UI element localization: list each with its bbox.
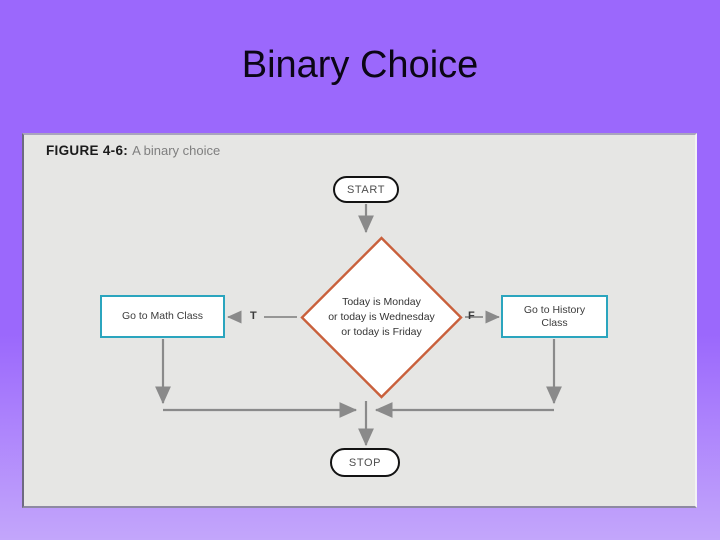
history-class-line-1: Go to History bbox=[523, 303, 586, 316]
flowchart-node-decision[interactable]: Today is Monday or today is Wednesday or… bbox=[299, 235, 464, 400]
history-class-label: Go to History Class bbox=[524, 304, 585, 330]
flowchart-node-start[interactable]: START bbox=[333, 176, 399, 203]
flowchart-node-history-class[interactable]: Go to History Class bbox=[501, 295, 608, 338]
figure-caption-label: FIGURE 4-6: bbox=[46, 143, 129, 158]
decision-node-text: Today is Monday or today is Wednesday or… bbox=[311, 235, 452, 400]
diamond-shape bbox=[300, 236, 463, 399]
flowchart-node-stop[interactable]: STOP bbox=[330, 448, 400, 477]
math-class-label: Go to Math Class bbox=[121, 310, 204, 322]
decision-line-2: or today is Wednesday bbox=[328, 311, 435, 323]
start-node-label: START bbox=[346, 183, 386, 196]
history-class-line-2: Class bbox=[541, 316, 568, 329]
flowchart-node-math-class[interactable]: Go to Math Class bbox=[100, 295, 225, 338]
figure-caption-text: A binary choice bbox=[132, 143, 221, 158]
stop-node-label: STOP bbox=[348, 456, 382, 469]
page-title: Binary Choice bbox=[241, 44, 479, 86]
figure-caption: FIGURE 4-6:A binary choice bbox=[46, 143, 220, 158]
decision-line-3: or today is Friday bbox=[341, 326, 422, 338]
decision-line-1: Today is Monday bbox=[342, 296, 421, 308]
figure-panel: FIGURE 4-6:A binary choice bbox=[22, 133, 697, 508]
flowchart-diagram: START Today is Monday or today is Wednes… bbox=[24, 135, 695, 506]
branch-label-true: T bbox=[250, 310, 258, 322]
branch-label-false: F bbox=[468, 310, 476, 322]
